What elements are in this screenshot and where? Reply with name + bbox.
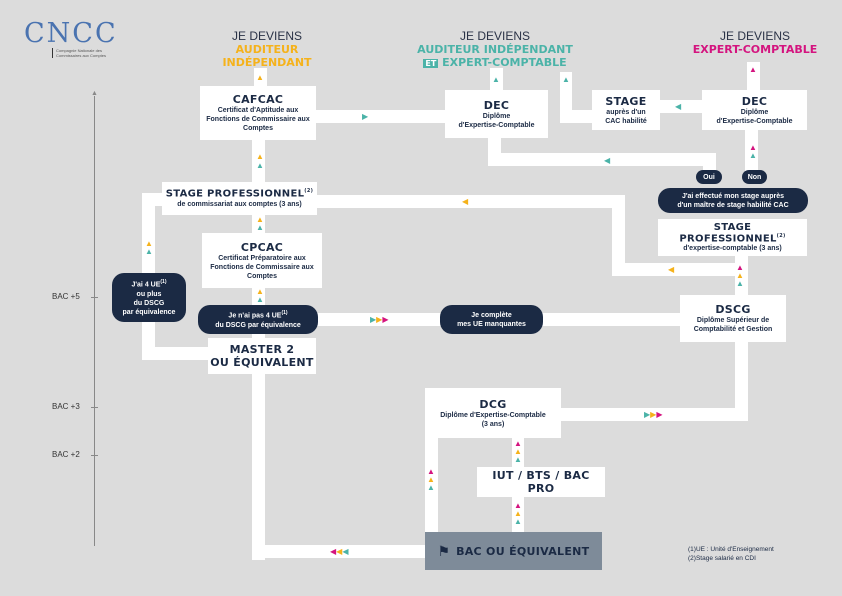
dec-right-box: DEC Diplôme d'Expertise-Comptable <box>702 90 807 130</box>
arrow-up-icon: ▲▲ <box>256 287 264 304</box>
arrow-up-icon: ▲▲ <box>145 239 153 256</box>
goal-auditeur-expert: JE DEVIENS AUDITEUR INDÉPENDANT ET EXPER… <box>417 29 573 70</box>
logo-subtitle: Compagnie Nationale des Commissaires aux… <box>52 48 126 58</box>
stage-pro-cac-box: STAGE PROFESSIONNEL(2) de commissariat a… <box>162 182 317 215</box>
bac-box: ⚑ BAC OU ÉQUIVALENT <box>425 532 602 570</box>
arrow-up-icon: ▲ <box>256 73 264 82</box>
level-axis <box>94 96 95 546</box>
oui-pill: Oui <box>696 170 722 184</box>
cafcac-box: CAFCAC Certificat d'Aptitude aux Fonctio… <box>200 86 316 140</box>
goal-auditeur: JE DEVIENS AUDITEUR INDÉPENDANT <box>222 29 312 70</box>
arrow-left-icon: ◀ <box>604 156 611 165</box>
arrow-up-icon: ▲▲▲ <box>736 263 744 288</box>
checkered-flag-icon: ⚑ <box>437 542 451 559</box>
stage-cac-box: STAGE auprès d'un CAC habilité <box>592 90 660 130</box>
master-box: MASTER 2 OU ÉQUIVALENT <box>208 338 316 374</box>
cpcac-box: CPCAC Certificat Préparatoire aux Foncti… <box>202 233 322 288</box>
arrow-up-icon: ▲ <box>749 65 757 74</box>
iut-bts-box: IUT / BTS / BAC PRO <box>477 467 605 497</box>
complete-ue-pill: Je complète mes UE manquantes <box>440 305 543 334</box>
level-bac5: BAC +5 <box>52 292 80 301</box>
arrow-up-icon: ▲ <box>562 75 570 84</box>
no-four-ue-pill: Je n'ai pas 4 UE(1) du DSCG par équivale… <box>198 305 318 334</box>
non-pill: Non <box>742 170 767 184</box>
arrow-left-icon: ◀ <box>675 102 682 111</box>
stage-question-pill: J'ai effectué mon stage auprès d'un maît… <box>658 188 808 213</box>
goal-expert: JE DEVIENS EXPERT-COMPTABLE <box>692 29 818 57</box>
arrow-up-icon: ▲▲▲ <box>514 501 522 526</box>
arrow-up-icon: ▲▲▲ <box>514 439 522 464</box>
arrow-up-icon: ▲▲ <box>256 152 264 170</box>
axis-arrow-icon: ▲ <box>91 90 98 97</box>
tick <box>91 407 98 408</box>
dscg-box: DSCG Diplôme Supérieur de Comptabilité e… <box>680 295 786 342</box>
arrow-up-icon: ▲▲ <box>749 143 757 160</box>
tick <box>91 455 98 456</box>
four-ue-pill: J'ai 4 UE(1) ou plus du DSCG par équival… <box>112 273 186 322</box>
stage-pro-ec-box: STAGE PROFESSIONNEL(2) d'expertise-compt… <box>658 219 807 256</box>
arrow-right-icon: ▶▶▶ <box>644 410 663 419</box>
cncc-logo: CNCC Compagnie Nationale des Commissaire… <box>24 18 134 68</box>
arrow-up-icon: ▲ <box>492 75 500 84</box>
arrow-right-icon: ▶▶▶ <box>370 315 389 324</box>
arrow-up-icon: ▲▲▲ <box>427 467 435 492</box>
arrow-left-icon: ◀ <box>668 265 675 274</box>
arrow-left-icon: ◀ <box>462 197 469 206</box>
footnotes: (1)UE : Unité d'Enseignement (2)Stage sa… <box>688 546 774 562</box>
level-bac2: BAC +2 <box>52 450 80 459</box>
tick <box>91 297 98 298</box>
arrow-right-icon: ▶ <box>362 112 369 121</box>
arrow-left-icon: ◀◀◀ <box>330 547 349 556</box>
arrow-up-icon: ▲▲ <box>256 215 264 232</box>
dcg-box: DCG Diplôme d'Expertise-Comptable (3 ans… <box>425 388 561 438</box>
dec-middle-box: DEC Diplôme d'Expertise-Comptable <box>445 90 548 138</box>
level-bac3: BAC +3 <box>52 402 80 411</box>
